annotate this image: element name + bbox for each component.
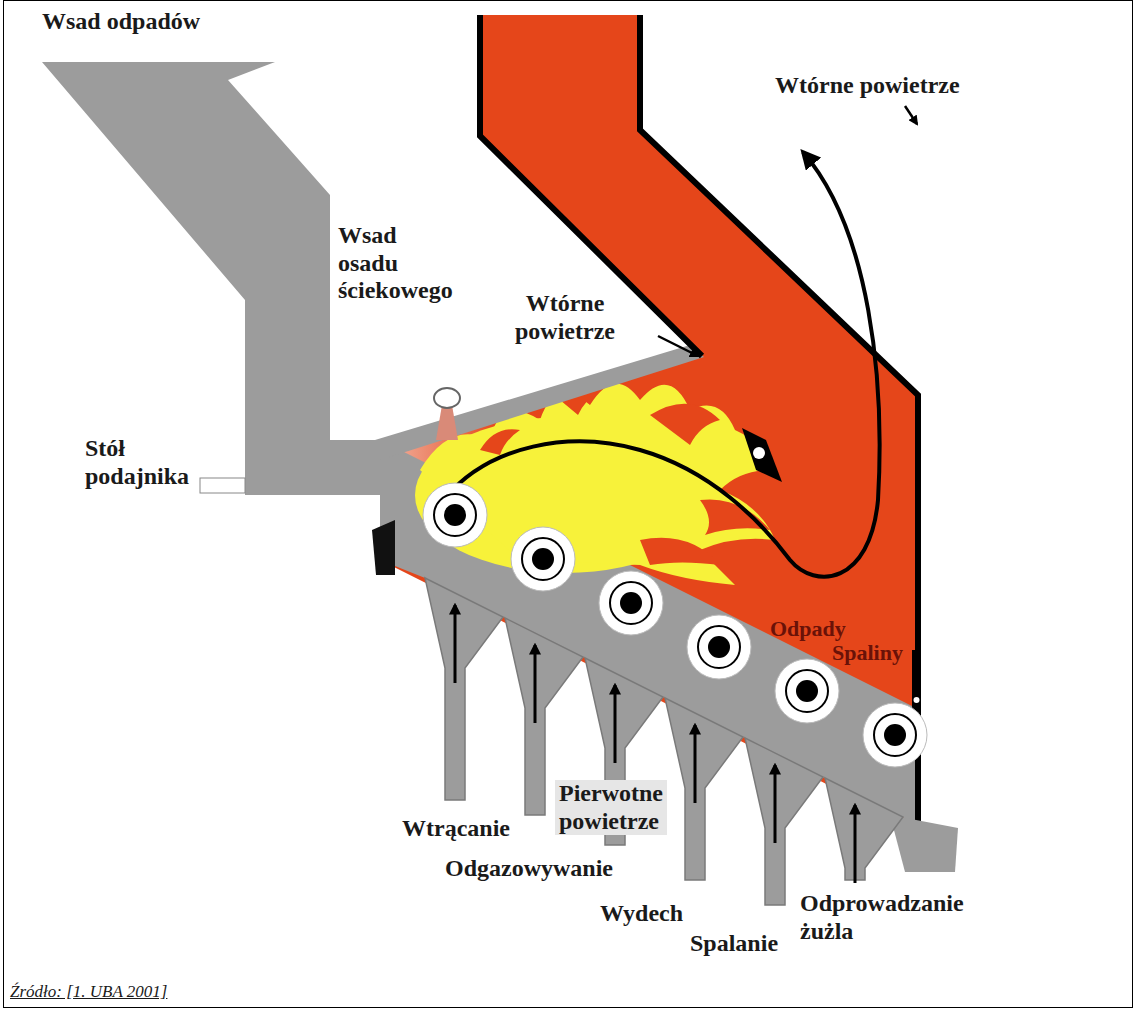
wall-piece xyxy=(372,520,395,575)
grate-roller xyxy=(511,527,575,591)
air-arrow xyxy=(905,106,917,124)
primary-air-arrow xyxy=(534,645,537,723)
sludge-nozzle xyxy=(434,388,460,408)
part-label: Wtrącanie xyxy=(402,815,510,843)
part-label: Wsad odpadów xyxy=(42,8,200,36)
roller-ring xyxy=(698,626,740,668)
part-label: Pierwotne powietrze xyxy=(555,780,667,835)
roller-rim xyxy=(687,615,751,679)
primary-air-arrow xyxy=(614,685,617,763)
primary-air-arrow xyxy=(454,605,457,683)
feed-hopper xyxy=(42,62,380,495)
flue-wall xyxy=(480,15,702,356)
grate-roller xyxy=(863,703,927,767)
part-label: Odprowadzanie żużla xyxy=(800,890,964,945)
roller-ring xyxy=(434,494,476,536)
furnace-roof xyxy=(375,345,704,460)
part-label: Spaliny xyxy=(832,640,903,665)
roller-rim xyxy=(863,703,927,767)
grate-roller xyxy=(775,659,839,723)
roller-axle xyxy=(708,636,730,658)
grate-rollers xyxy=(423,483,927,767)
grate-roller xyxy=(423,483,487,547)
roller-axle xyxy=(444,504,466,526)
part-label: Spalanie xyxy=(690,930,778,958)
roller-ring xyxy=(610,582,652,624)
air-nozzle xyxy=(742,428,782,482)
feeder-table xyxy=(200,478,245,493)
air-hopper xyxy=(825,778,903,880)
roller-ring xyxy=(874,714,916,756)
part-label: Wsad osadu ściekowego xyxy=(338,222,453,305)
wall-port xyxy=(914,697,920,703)
part-label: Wydech xyxy=(600,900,683,928)
roller-axle xyxy=(796,680,818,702)
grate-roller xyxy=(599,571,663,635)
part-label: Wtórne powietrze xyxy=(515,290,615,345)
primary-air-arrow xyxy=(694,725,697,803)
air-nozzle xyxy=(753,447,765,459)
air-hopper xyxy=(665,698,743,880)
air-hopper xyxy=(425,578,503,800)
roller-ring xyxy=(786,670,828,712)
slag-exit xyxy=(890,815,958,872)
roller-axle xyxy=(884,724,906,746)
part-label: Wtórne powietrze xyxy=(775,72,960,100)
source-caption: Źródło: [1. UBA 2001] xyxy=(10,982,167,1002)
primary-air-arrow xyxy=(854,805,857,883)
roller-rim xyxy=(511,527,575,591)
wall-port xyxy=(912,650,921,710)
gas-flow-line xyxy=(445,152,880,577)
part-label: Stół podajnika xyxy=(85,435,189,490)
roller-rim xyxy=(599,571,663,635)
roller-ring xyxy=(522,538,564,580)
sludge-pipe xyxy=(436,405,458,440)
primary-air-arrow xyxy=(774,765,777,843)
air-arrow xyxy=(658,336,698,356)
part-label: Odgazowywanie xyxy=(445,855,613,883)
roller-rim xyxy=(775,659,839,723)
roller-axle xyxy=(532,548,554,570)
air-hoppers xyxy=(425,578,903,905)
air-hopper xyxy=(745,738,823,905)
roller-rim xyxy=(423,483,487,547)
frame xyxy=(4,1,1133,1008)
part-label: Odpady xyxy=(770,616,846,641)
grate-roller xyxy=(687,615,751,679)
roller-axle xyxy=(620,592,642,614)
